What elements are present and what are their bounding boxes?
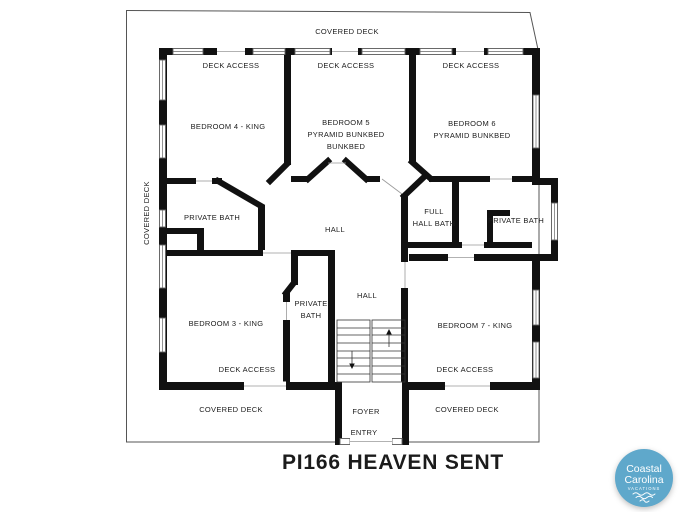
label-deck-access-se: DECK ACCESS (436, 365, 494, 374)
stair-arrows (349, 329, 392, 369)
staircase (336, 319, 406, 383)
label-hall-lower: HALL (357, 291, 377, 300)
logo-circle-icon (615, 449, 673, 507)
label-covered-deck-top: COVERED DECK (315, 27, 379, 36)
label-covered-deck-se: COVERED DECK (435, 405, 499, 414)
logo-line2: Carolina (624, 474, 663, 486)
label-deck-access-sw: DECK ACCESS (218, 365, 276, 374)
label-private-bath-center: PRIVATE BATH (294, 299, 328, 320)
page-title: PI166 HEAVEN SENT (281, 451, 505, 474)
label-foyer: FOYER (352, 407, 380, 416)
angled-walls (213, 156, 435, 298)
label-bedroom-4: BEDROOM 4 - KING (190, 122, 266, 131)
windows (159, 48, 558, 445)
label-private-bath-right: PRIVATE BATH (487, 216, 545, 225)
label-bedroom-6: BEDROOM 6 PYRAMID BUNKBED (433, 119, 511, 140)
deck-outline (126, 9, 540, 443)
label-bedroom-3: BEDROOM 3 - KING (188, 319, 264, 328)
logo-waves-icon (632, 492, 656, 503)
label-bedroom-5: BEDROOM 5 PYRAMID BUNKBED BUNKBED (307, 118, 385, 151)
label-covered-deck-left: COVERED DECK (142, 181, 151, 245)
label-deck-access-ne: DECK ACCESS (442, 61, 500, 70)
logo-line3: VACATIONS (628, 486, 661, 491)
logo-line1: Coastal (626, 463, 662, 475)
label-full-hall-bath: FULL HALL BATH (412, 207, 456, 228)
label-hall-upper: HALL (325, 225, 345, 234)
label-deck-access-nw: DECK ACCESS (202, 61, 260, 70)
coastal-carolina-vacations-logo: Coastal Carolina VACATIONS (615, 449, 673, 507)
label-private-bath-left: PRIVATE BATH (183, 213, 241, 222)
door-openings (196, 47, 512, 446)
label-entry: ENTRY (350, 428, 378, 437)
label-deck-access-n: DECK ACCESS (317, 61, 375, 70)
label-covered-deck-sw: COVERED DECK (199, 405, 263, 414)
label-bedroom-7: BEDROOM 7 - KING (437, 321, 513, 330)
